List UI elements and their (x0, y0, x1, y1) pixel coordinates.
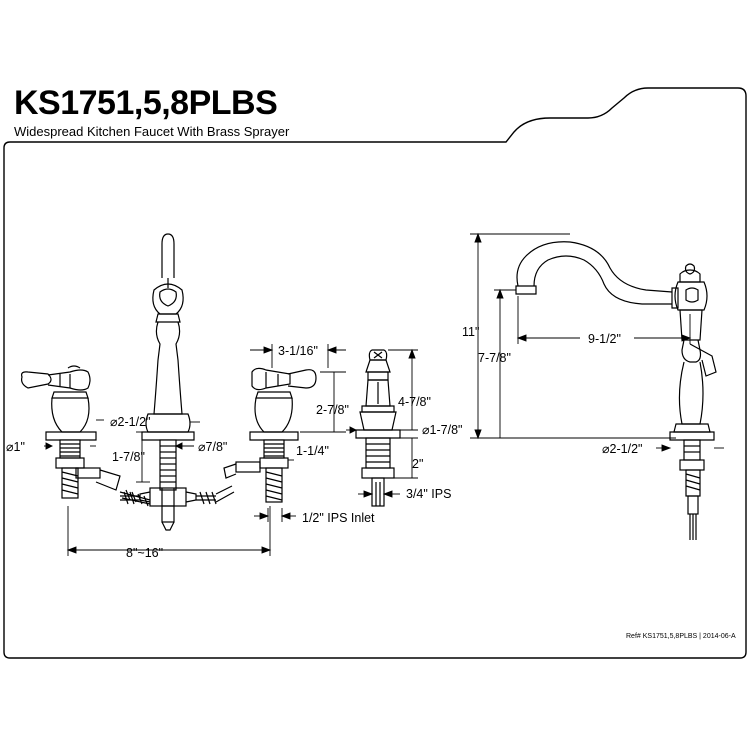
dim-handle-shank: 1-1/4" (296, 444, 329, 458)
dim-handle-width: 3-1/16" (278, 344, 318, 358)
sprayer (355, 349, 401, 507)
dim-total-height: 11" (462, 325, 479, 339)
dim-handle-height: 2-7/8" (316, 403, 349, 417)
dim-shank-len: 1-7/8" (112, 450, 145, 464)
dim-shank-dia: ⌀7/8" (198, 440, 227, 454)
page-title: KS1751,5,8PLBS (14, 84, 278, 122)
dim-spout-base-dia: ⌀2-1/2" (110, 415, 150, 429)
dim-sprayer-height: 4-7/8" (398, 395, 431, 409)
dim-cold-base-dia: ⌀1" (6, 440, 25, 454)
right-handle-valve (223, 367, 317, 503)
side-view-faucet (515, 241, 717, 540)
dimension-lines (44, 232, 724, 556)
dim-sprayer-shank: 2" (412, 457, 423, 471)
center-supply-hoses (120, 485, 235, 505)
dim-spacing: 8"~16" (126, 546, 163, 560)
page-subtitle: Widespread Kitchen Faucet With Brass Spr… (14, 124, 290, 139)
dim-sprayer-thread: 3/4" IPS (406, 487, 451, 501)
center-spout (139, 233, 197, 531)
dim-spout-reach: 9-1/2" (588, 332, 621, 346)
dim-sprayer-dia: ⌀1-7/8" (422, 423, 462, 437)
dim-spout-height: 7-7/8" (478, 351, 511, 365)
sheet-border (3, 87, 747, 659)
reference-code: Ref# KS1751,5,8PLBS | 2014-06-A (626, 633, 736, 640)
dim-side-base-dia: ⌀2-1/2" (602, 442, 642, 456)
dim-inlet: 1/2" IPS Inlet (302, 511, 375, 525)
left-handle-valve (21, 365, 121, 499)
